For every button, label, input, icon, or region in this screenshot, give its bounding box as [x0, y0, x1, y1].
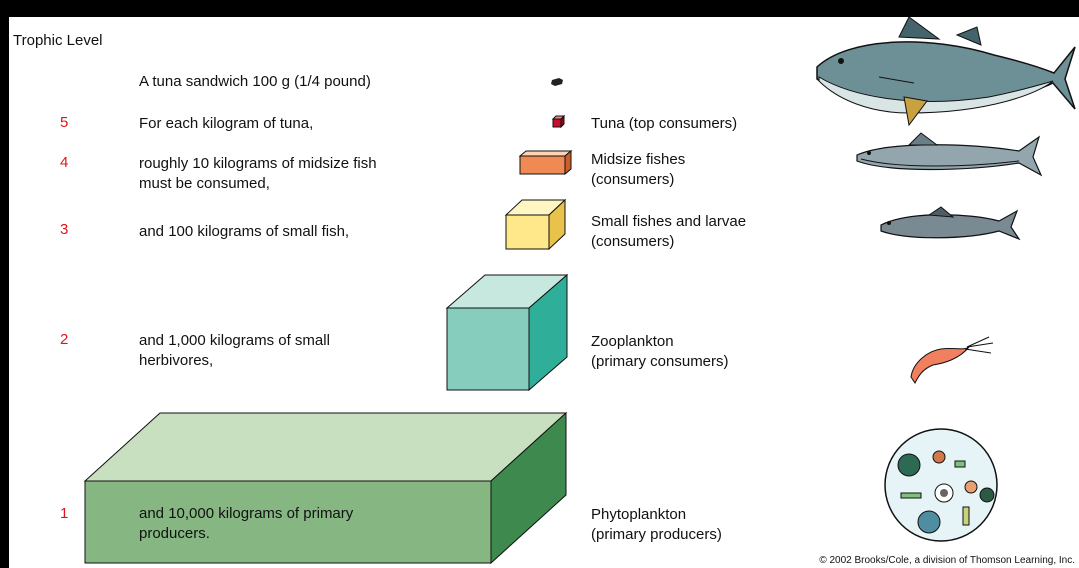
- sandwich-icon: [551, 78, 563, 86]
- figure-artwork: [83, 17, 1076, 565]
- midsize-fish-illustration: [856, 132, 1043, 177]
- level-description: and 1,000 kilograms of small: [139, 332, 330, 349]
- level-description: roughly 10 kilograms of midsize fish: [139, 155, 377, 172]
- phytoplankton-biomass-block: [83, 411, 568, 565]
- organism-label: Midsize fishes: [591, 151, 686, 168]
- level-number: 1: [60, 505, 69, 522]
- trophic-pyramid-figure: Trophic Level A tuna sandwich 100 g (1/4…: [9, 17, 1079, 568]
- level-description: herbivores,: [139, 352, 214, 369]
- organism-label: Tuna (top consumers): [591, 115, 738, 132]
- zooplankton-illustration: [910, 336, 994, 384]
- sandwich-label: A tuna sandwich 100 g (1/4 pound): [139, 73, 371, 90]
- level-number: 3: [60, 221, 69, 238]
- level-description: and 100 kilograms of small fish,: [139, 223, 350, 240]
- copyright-credit: © 2002 Brooks/Cole, a division of Thomso…: [819, 555, 1075, 566]
- organism-label: (consumers): [591, 233, 675, 250]
- level-description: and 10,000 kilograms of primary: [139, 505, 354, 522]
- organism-label: (primary consumers): [591, 353, 729, 370]
- organism-label: Small fishes and larvae: [591, 213, 747, 230]
- organism-label: (consumers): [591, 171, 675, 188]
- organism-label: (primary producers): [591, 526, 722, 543]
- trophic-level-heading: Trophic Level: [13, 32, 103, 49]
- level-description: producers.: [139, 525, 210, 542]
- organism-label: Phytoplankton: [591, 506, 687, 523]
- level-number: 4: [60, 154, 69, 171]
- level-description: For each kilogram of tuna,: [139, 115, 314, 132]
- small-fish-biomass-block: [504, 198, 567, 251]
- small-fish-illustration: [880, 206, 1021, 241]
- phytoplankton-illustration: [884, 428, 998, 542]
- level-description: must be consumed,: [139, 175, 270, 192]
- level-number: 5: [60, 114, 69, 131]
- tuna-biomass-block: [551, 114, 566, 129]
- level-number: 2: [60, 331, 69, 348]
- organism-label: Zooplankton: [591, 333, 674, 350]
- tuna-illustration: [816, 17, 1076, 127]
- zooplankton-biomass-block: [445, 273, 569, 392]
- midsize-fish-biomass-block: [518, 149, 573, 176]
